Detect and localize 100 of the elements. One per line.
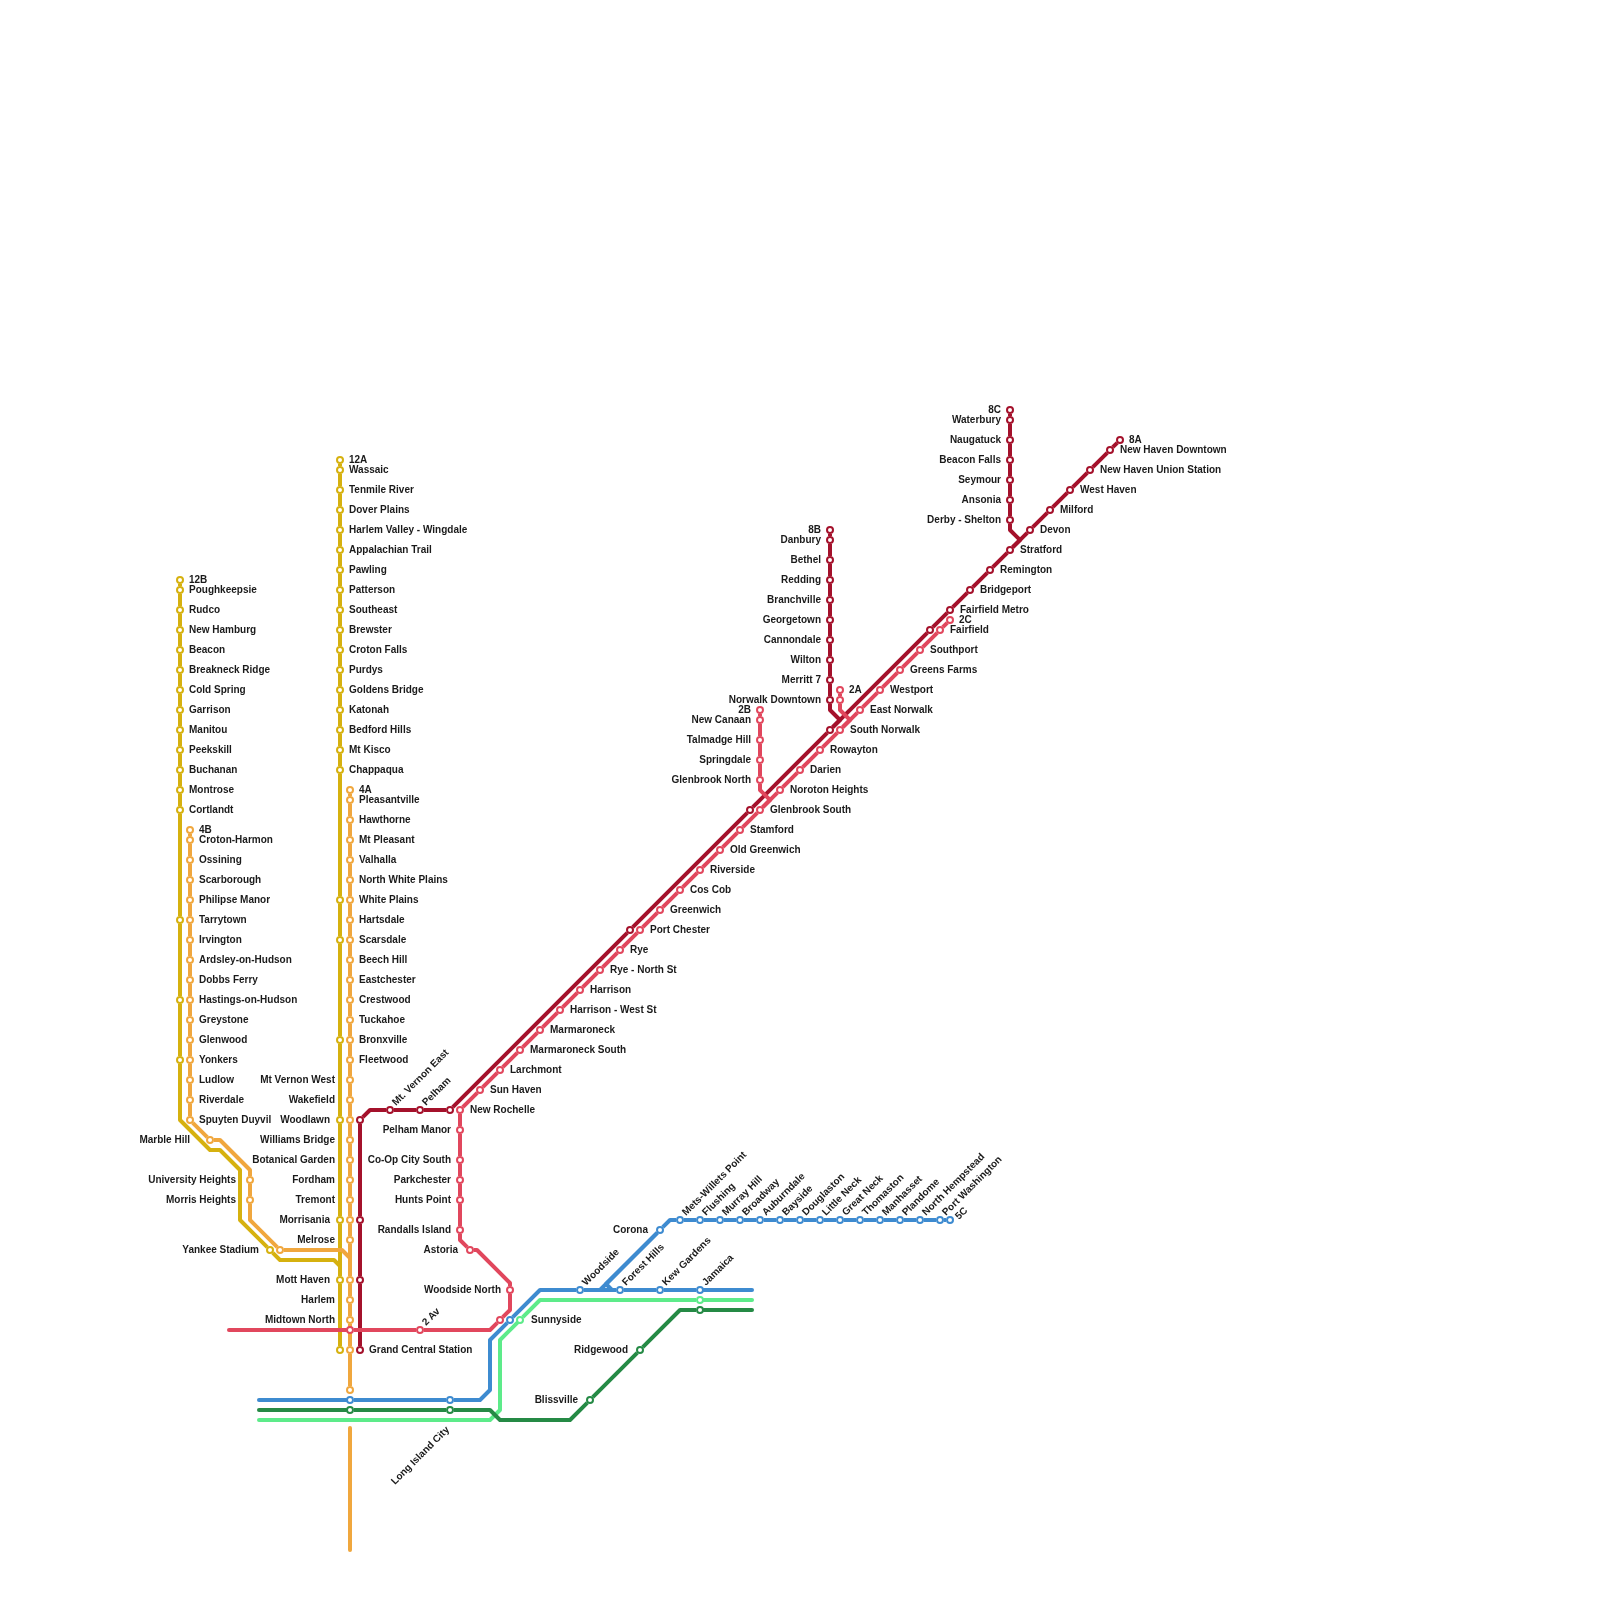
rail-line xyxy=(348,1124,352,1136)
station-label: Mott Haven xyxy=(276,1275,330,1285)
station-label: Grand Central Station xyxy=(369,1345,473,1355)
rail-line xyxy=(701,851,719,869)
station-marker xyxy=(1006,436,1014,444)
station-label: University Heights xyxy=(148,1175,236,1185)
station-label: Stamford xyxy=(750,825,794,835)
station-label: Old Greenwich xyxy=(730,845,801,855)
station-label: Astoria xyxy=(423,1245,458,1255)
rail-line xyxy=(227,1328,348,1332)
rail-line xyxy=(828,584,832,596)
station-marker xyxy=(826,656,834,664)
station-marker xyxy=(536,1026,544,1034)
rail-line xyxy=(881,671,899,689)
station-label: Ridgewood xyxy=(574,1345,628,1355)
station-marker xyxy=(186,836,194,844)
rail-line xyxy=(348,1224,352,1236)
station-label: Garrison xyxy=(189,705,231,715)
station-marker xyxy=(356,1116,364,1124)
station-label: Derby - Shelton xyxy=(927,515,1001,525)
rail-line xyxy=(178,774,182,786)
station-marker xyxy=(916,1216,924,1224)
rail-line xyxy=(188,1044,192,1056)
rail-line xyxy=(188,1064,192,1076)
station-label: 2A xyxy=(849,685,862,695)
station-marker xyxy=(176,996,184,1004)
rail-line xyxy=(991,551,1009,569)
station-marker xyxy=(746,806,754,814)
station-label: 2 Av xyxy=(420,1306,442,1328)
station-marker xyxy=(576,986,584,994)
station-marker xyxy=(336,936,344,944)
station-marker xyxy=(346,1196,354,1204)
station-label: Glenbrook North xyxy=(671,775,751,785)
rail-line xyxy=(838,694,842,696)
station-label: 8A xyxy=(1129,435,1142,445)
station-label: New Hamburg xyxy=(189,625,257,635)
station-marker xyxy=(346,796,354,804)
station-label: Cos Cob xyxy=(690,885,732,895)
station-marker xyxy=(346,1216,354,1224)
station-label: Melrose xyxy=(297,1235,335,1245)
station-marker xyxy=(336,466,344,474)
station-marker xyxy=(456,1176,464,1184)
station-label: New Haven Downtown xyxy=(1120,445,1227,455)
rail-line xyxy=(348,1004,352,1016)
station-label: Marmaroneck South xyxy=(530,1045,627,1055)
station-label: Wakefield xyxy=(288,1095,335,1105)
station-marker xyxy=(456,1226,464,1234)
rail-line xyxy=(338,534,342,546)
station-label: Westport xyxy=(890,685,934,695)
rail-line xyxy=(338,714,342,726)
rail-line xyxy=(348,1324,352,1346)
rail-line xyxy=(338,734,342,746)
station-label: Sunnyside xyxy=(531,1315,582,1325)
station-marker xyxy=(336,1036,344,1044)
rail-line xyxy=(702,1288,754,1292)
rail-line xyxy=(461,1091,479,1109)
station-label: Rye xyxy=(630,945,649,955)
station-label: Riverside xyxy=(710,865,756,875)
station-label: Georgetown xyxy=(762,615,821,625)
rail-line xyxy=(178,694,182,706)
rail-line xyxy=(178,794,182,806)
rail-line xyxy=(921,631,939,649)
station-label: Devon xyxy=(1040,525,1071,535)
station-label: Greens Farms xyxy=(910,665,978,675)
rail-line xyxy=(178,814,182,916)
station-marker xyxy=(186,996,194,1004)
rail-line xyxy=(604,1231,659,1292)
station-label: Harlem xyxy=(301,1295,335,1305)
rail-line xyxy=(501,1051,519,1069)
station-marker xyxy=(896,1216,904,1224)
rail-line xyxy=(661,891,679,909)
rail-line xyxy=(758,744,762,756)
rail-line xyxy=(828,624,832,636)
station-marker xyxy=(176,806,184,814)
station-marker xyxy=(176,646,184,654)
station-marker xyxy=(506,1286,514,1294)
station-marker xyxy=(186,856,194,864)
station-marker xyxy=(276,1246,284,1254)
station-marker xyxy=(346,876,354,884)
station-marker xyxy=(736,1216,744,1224)
station-marker xyxy=(1066,486,1074,494)
rail-line xyxy=(338,1284,342,1346)
station-marker xyxy=(756,1216,764,1224)
station-label: Croton Falls xyxy=(349,645,408,655)
station-marker xyxy=(926,626,934,634)
station-marker xyxy=(416,1106,424,1114)
station-marker xyxy=(346,786,354,794)
station-marker xyxy=(336,506,344,514)
station-label: Yankee Stadium xyxy=(182,1245,259,1255)
station-label: New Haven Union Station xyxy=(1100,465,1222,475)
rail-line xyxy=(348,824,352,836)
station-marker xyxy=(346,1156,354,1164)
station-label: Redding xyxy=(781,575,821,585)
station-marker xyxy=(896,666,904,674)
station-marker xyxy=(876,686,884,694)
rail-line xyxy=(681,871,699,889)
rail-line xyxy=(178,594,182,606)
station-label: Waterbury xyxy=(951,415,1001,425)
rail-line xyxy=(178,584,182,586)
station-label: Buchanan xyxy=(189,765,238,775)
